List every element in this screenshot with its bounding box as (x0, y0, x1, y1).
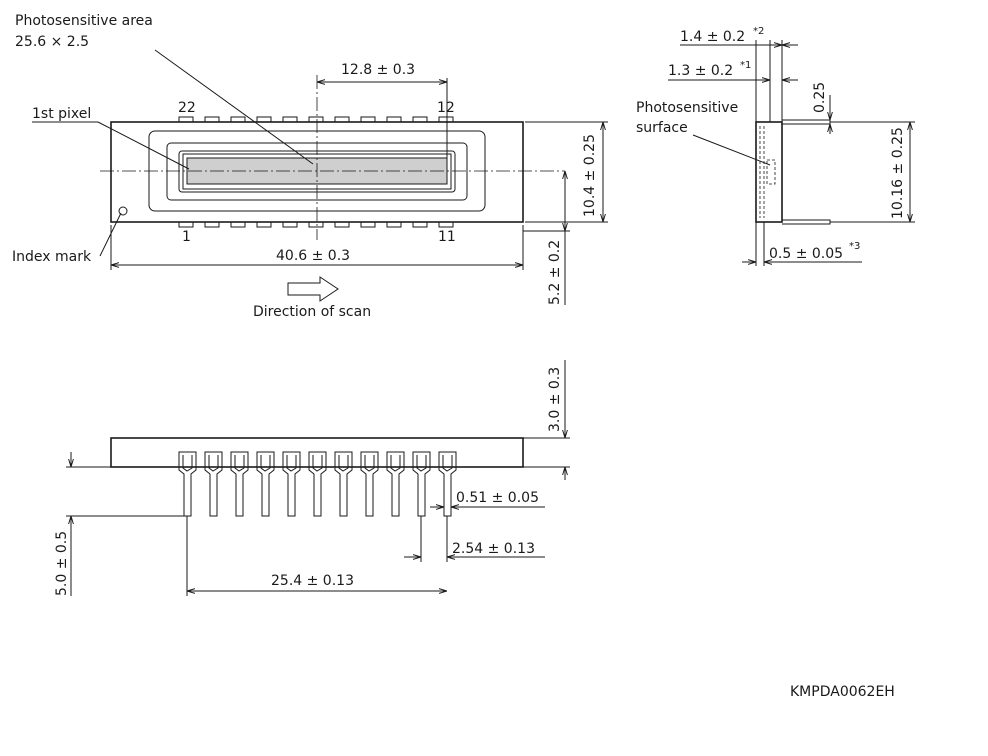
front-view: 3.0 ± 0.3 5.0 ± 0.5 0.51 ± 0.05 2.54 ± 0… (54, 360, 570, 596)
photosensitive-surface-label-2: surface (636, 120, 688, 136)
dim-10-16-label: 10.16 ± 0.25 (890, 127, 906, 219)
side-view-upper-lead (782, 119, 831, 125)
dim-0-51-label: 0.51 ± 0.05 (456, 490, 539, 506)
dim-1-3-label: 1.3 ± 0.2 (668, 63, 733, 79)
dim-1-4-note: *2 (753, 26, 764, 37)
pin-label-11: 11 (438, 229, 456, 245)
pin-label-1: 1 (182, 229, 191, 245)
drawing-code: KMPDA0062EH (790, 684, 895, 700)
front-view-leads (178, 451, 457, 517)
dim-0-5-label: 0.5 ± 0.05 (769, 246, 843, 262)
dim-40-6-label: 40.6 ± 0.3 (276, 248, 350, 264)
dim-5-0-label: 5.0 ± 0.5 (54, 531, 70, 596)
dim-0-25-label: 0.25 (812, 82, 828, 113)
dim-1-3-note: *1 (740, 60, 751, 71)
photosensitive-surface-leader (692, 134, 771, 166)
scan-direction-arrow (287, 276, 339, 302)
photosensitive-surface-label-1: Photosensitive (636, 100, 738, 116)
side-view-lower-lead (782, 219, 831, 225)
direction-of-scan-label: Direction of scan (253, 304, 371, 320)
first-pixel-leader-diagonal (97, 121, 190, 170)
dim-2-54-label: 2.54 ± 0.13 (452, 541, 535, 557)
photosensitive-area-title: Photosensitive area (15, 13, 153, 29)
pin-label-22: 22 (178, 100, 196, 116)
photosensitive-area-leader (154, 49, 314, 165)
photosensitive-surface-mark (766, 159, 776, 185)
dim-3-0-label: 3.0 ± 0.3 (547, 367, 563, 432)
side-view: Photosensitive surface 1.4 ± 0.2 *2 1.3 … (636, 26, 915, 266)
side-view-body (755, 121, 783, 223)
first-pixel-label: 1st pixel (32, 106, 91, 122)
photosensitive-area-size: 25.6 × 2.5 (15, 34, 89, 50)
index-mark-circle (118, 206, 128, 216)
dim-1-4-label: 1.4 ± 0.2 (680, 29, 745, 45)
dim-0-5-note: *3 (849, 241, 860, 252)
dim-12-8-label: 12.8 ± 0.3 (341, 62, 415, 78)
index-mark-label: Index mark (12, 249, 92, 265)
top-view: 22 12 1 11 Photosensitive area 25.6 × 2.… (12, 13, 608, 320)
dim-25-4-label: 25.4 ± 0.13 (271, 573, 354, 589)
dim-10-4-label: 10.4 ± 0.25 (582, 134, 598, 217)
pin-label-12: 12 (437, 100, 455, 116)
dim-5-2-label: 5.2 ± 0.2 (547, 240, 563, 305)
